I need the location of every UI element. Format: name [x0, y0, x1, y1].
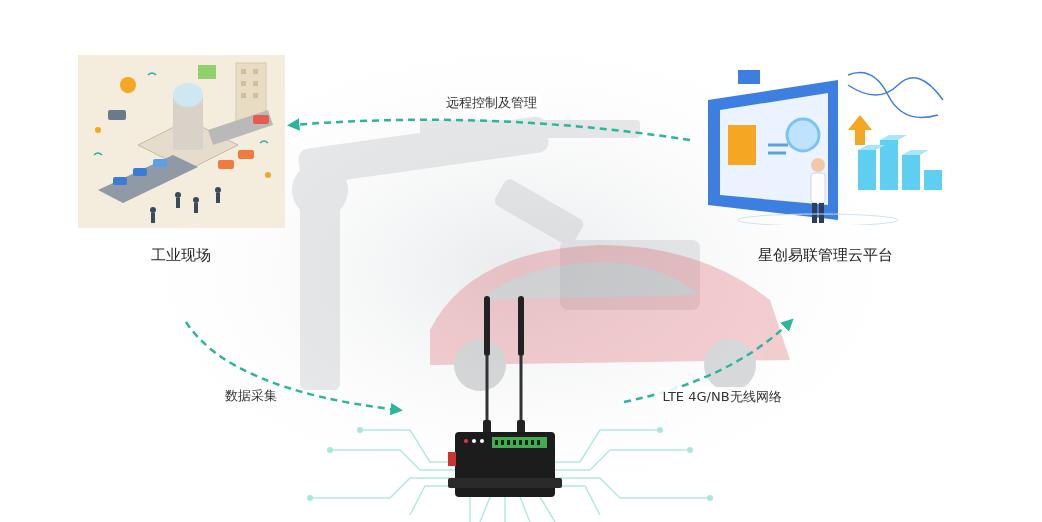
factory-illustration — [78, 55, 285, 228]
flow-label: LTE 4G/NB无线网络 — [658, 387, 785, 407]
cloud-platform-node: 星创易联管理云平台 — [690, 52, 960, 270]
node-label: 工业现场 — [70, 246, 292, 265]
dashed-arrow — [292, 120, 690, 140]
flow-label: 数据采集 — [221, 386, 281, 406]
cloud-platform-illustration — [698, 55, 956, 225]
router-device — [448, 296, 562, 497]
industrial-site-node: 工业现场 — [70, 52, 292, 270]
node-label: 星创易联管理云平台 — [690, 246, 960, 265]
edge-label: 远程控制及管理 — [442, 93, 541, 113]
